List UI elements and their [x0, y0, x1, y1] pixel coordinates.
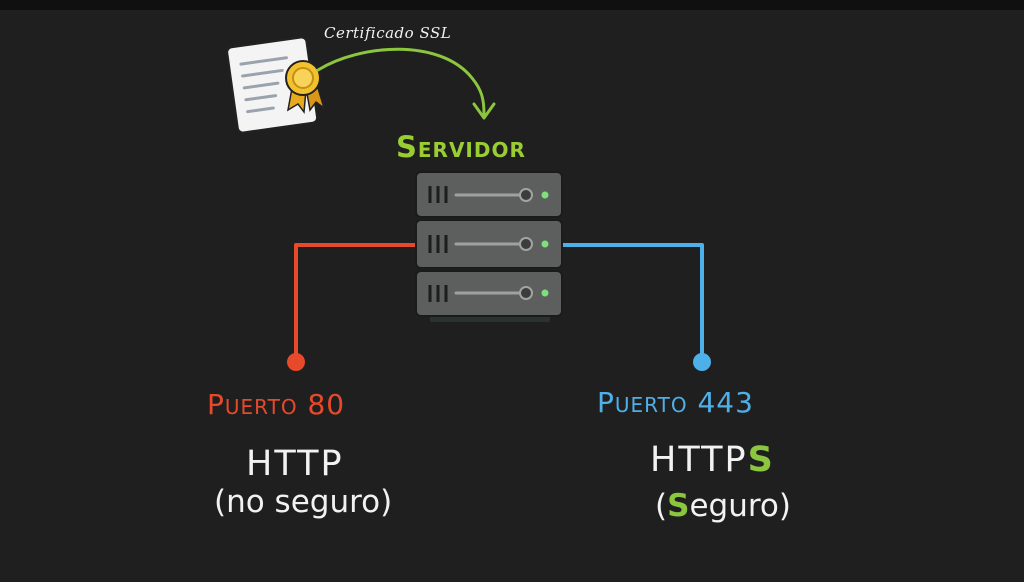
certificate-to-server-arrow [316, 47, 496, 120]
port-80-label: Puerto 80 [207, 388, 346, 421]
https-note-open: ( [655, 488, 668, 524]
http-protocol-label: HTTP [246, 444, 344, 484]
server-unit-3 [415, 270, 563, 317]
server-unit-2 [415, 219, 563, 269]
https-note-accent: S [667, 488, 690, 524]
ssl-certificate-icon [226, 36, 326, 134]
https-secure-note: (Seguro) [655, 488, 791, 524]
certificate-label: Certificado SSL [324, 24, 452, 42]
port-80-connector [287, 243, 416, 371]
server-rack-icon [415, 171, 563, 322]
server-unit-1 [415, 171, 563, 218]
server-title: Servidor [396, 130, 526, 164]
port-443-label: Puerto 443 [597, 386, 754, 419]
http-insecure-note: (no seguro) [214, 484, 393, 520]
https-protocol-accent: S [747, 440, 775, 480]
port-443-connector [560, 243, 711, 371]
https-protocol-label: HTTPS [650, 440, 775, 480]
https-note-rest: eguro) [689, 488, 791, 524]
top-border [0, 0, 1024, 10]
https-protocol-base: HTTP [650, 440, 748, 480]
